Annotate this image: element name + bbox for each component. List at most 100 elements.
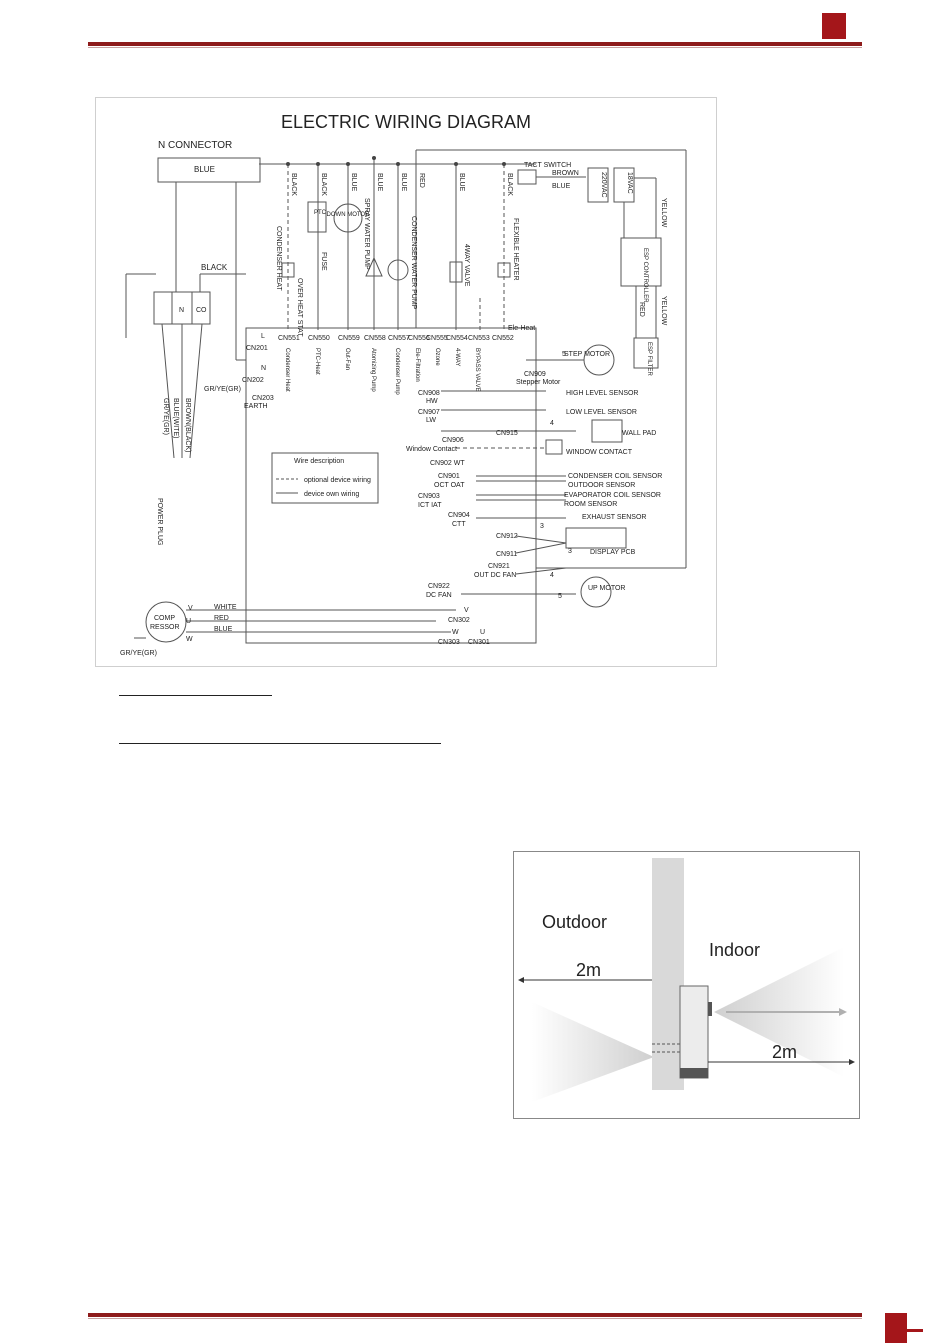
over-heat-stat-label: OVER HEAT STAT — [296, 278, 303, 337]
num-3b: 3 — [568, 548, 572, 555]
condenser-water-pump-label: CONDENSER WATER PUMP — [410, 216, 417, 310]
footer-rule — [88, 1313, 862, 1317]
window-contact-small: Window Contact — [406, 446, 457, 453]
cn904: CN904 — [448, 512, 470, 519]
ele-filtration-desc: Ele-Filtration — [414, 348, 420, 382]
wire-red-1: RED — [418, 173, 425, 188]
footer-rule-thin — [88, 1318, 862, 1319]
cn911: CN911 — [496, 551, 517, 558]
cn554: CN554 — [446, 335, 468, 342]
wire-blue-4: BLUE — [458, 173, 465, 192]
wire-black-3: BLACK — [506, 173, 513, 196]
dc-fan: DC FAN — [426, 592, 452, 599]
lw-label: LW — [426, 417, 436, 424]
esp-yellow-1: YELLOW — [660, 198, 667, 228]
four-way-valve-label: 4WAY VALVE — [463, 244, 470, 287]
num-5b: 5 — [558, 593, 562, 600]
comp-white: WHITE — [214, 604, 237, 611]
wall-pad: WALL PAD — [622, 430, 656, 437]
ctt: CTT — [452, 521, 466, 528]
window-contact: WINDOW CONTACT — [566, 449, 633, 456]
hw-label: HW — [426, 398, 438, 405]
tact-switch-label: TACT SWITCH — [524, 162, 571, 169]
cn550: CN550 — [308, 335, 330, 342]
wiring-diagram: ELECTRIC WIRING DIAGRAM N CONNECTOR BLUE… — [95, 97, 717, 667]
flexible-heater-label: FLEXIBLE HEATER — [512, 218, 519, 281]
cn922: CN922 — [428, 583, 450, 590]
tact-blue: BLUE — [552, 183, 571, 190]
ict-iat: ICT IAT — [418, 502, 442, 509]
comp-v: V — [188, 605, 193, 612]
bypass-desc: BYPASS VALVE — [474, 348, 480, 392]
ptc-label: PTC — [314, 210, 327, 216]
comp-w: W — [186, 636, 193, 643]
comp-label-1: COMP — [154, 615, 175, 622]
terminal-co: CO — [196, 307, 207, 314]
num-4a: 4 — [550, 572, 554, 579]
outdoor-sensor: OUTDOOR SENSOR — [568, 482, 635, 489]
cn901: CN901 — [438, 473, 460, 480]
num-5a: 5 — [562, 351, 566, 358]
exhaust-sensor: EXHAUST SENSOR — [582, 514, 646, 521]
earth-label: EARTH — [244, 403, 268, 410]
esp-yellow-2: YELLOW — [660, 296, 667, 326]
esp-red: RED — [638, 302, 645, 317]
down-motor-label: DOWN MOTOR — [327, 212, 371, 218]
cn559: CN559 — [338, 335, 360, 342]
cn203: CN203 — [252, 395, 274, 402]
diagram-title: ELECTRIC WIRING DIAGRAM — [281, 112, 531, 132]
cn907: CN907 — [418, 409, 440, 416]
cn303-w: W — [452, 629, 459, 636]
cn909: CN909 — [524, 371, 546, 378]
step-motor-label: STEP MOTOR — [564, 351, 610, 358]
wire-blue-2: BLUE — [376, 173, 383, 192]
outdoor-label: Outdoor — [542, 912, 607, 932]
cn553: CN553 — [468, 335, 490, 342]
legend-optional: optional device wiring — [304, 477, 371, 484]
fuse-label: FUSE — [320, 252, 327, 271]
board-l: L — [261, 333, 265, 340]
indoor-distance: 2m — [772, 1042, 797, 1062]
ele-heat: Ele-Heat — [508, 325, 535, 332]
oct-oat: OCT OAT — [434, 482, 465, 489]
wire-brown-black: BROWN(BLACK) — [184, 398, 191, 452]
stepper-motor: Stepper Motor — [516, 379, 561, 386]
cn558: CN558 — [364, 335, 386, 342]
n-connector-label: N CONNECTOR — [158, 140, 232, 151]
underline-heading-2 — [119, 743, 441, 744]
wiring-diagram-svg: ELECTRIC WIRING DIAGRAM N CONNECTOR BLUE… — [120, 112, 687, 657]
up-motor: UP MOTOR — [588, 585, 625, 592]
header-rule-thin — [88, 47, 862, 48]
wall — [652, 858, 684, 1090]
cn552: CN552 — [492, 335, 514, 342]
outdoor-distance: 2m — [576, 960, 601, 980]
cn551: CN551 — [278, 335, 300, 342]
high-level-sensor: HIGH LEVEL SENSOR — [566, 390, 639, 397]
cn915: CN915 — [496, 430, 518, 437]
cn921: CN921 — [488, 563, 510, 570]
wire-blue-3: BLUE — [400, 173, 407, 192]
header-rule — [88, 42, 862, 46]
underline-heading-1 — [119, 695, 272, 696]
legend-title: Wire description — [294, 458, 344, 465]
cn912: CN912 — [496, 533, 518, 540]
installation-figure: Outdoor Indoor 2m 2m — [513, 851, 860, 1119]
atomizing-pump-desc: Atomizing Pump — [370, 348, 376, 392]
num-3a: 3 — [540, 523, 544, 530]
out-fan-desc: Out-Fan — [344, 348, 350, 370]
display-pcb: DISPLAY PCB — [590, 549, 636, 556]
cn555: CN555 — [426, 335, 448, 342]
low-level-sensor: LOW LEVEL SENSOR — [566, 409, 637, 416]
cn301-u: U — [480, 629, 485, 636]
header-logo-block — [822, 13, 846, 39]
outdoor-airflow-cone — [532, 1002, 654, 1102]
power-plug-label: POWER PLUG — [156, 498, 163, 545]
cn902: CN902 WT — [430, 460, 465, 467]
cn903: CN903 — [418, 493, 440, 500]
wire-blue-1: BLUE — [350, 173, 357, 192]
board-n: N — [261, 365, 266, 372]
wire-grye: GR/YE(GR) — [162, 398, 169, 435]
black-wire-label: BLACK — [201, 263, 228, 272]
air-conditioner-unit — [679, 985, 709, 1079]
indoor-label: Indoor — [709, 940, 760, 960]
